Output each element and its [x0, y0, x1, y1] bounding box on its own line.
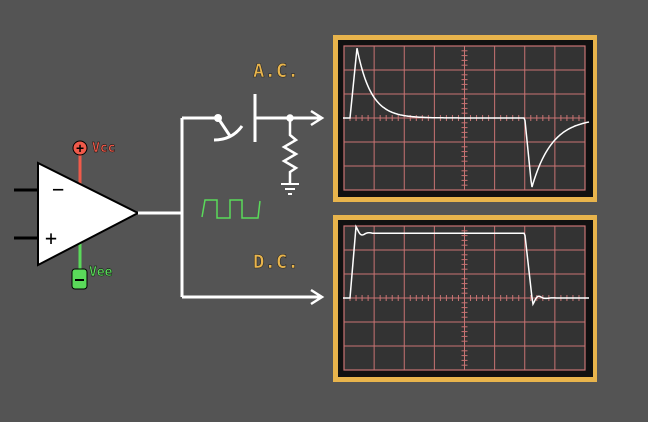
- waveform-trace: [343, 224, 589, 307]
- ac-oscilloscope: [333, 35, 597, 202]
- vcc-terminal: + Vcc: [72, 140, 116, 157]
- vee-label: Vee: [89, 265, 113, 280]
- noninverting-input-label: +: [45, 226, 57, 250]
- resistor-icon: [281, 114, 299, 184]
- ground-icon: [281, 183, 299, 195]
- plus-icon: +: [76, 142, 84, 157]
- vcc-label: Vcc: [92, 141, 115, 156]
- vee-terminal: Vee: [71, 265, 113, 290]
- dc-oscilloscope: [333, 215, 597, 382]
- square-wave-icon: [201, 199, 261, 219]
- dc-label: D.C.: [253, 251, 299, 273]
- inverting-input-label: −: [52, 177, 64, 201]
- waveform-trace: [343, 48, 590, 188]
- op-amp-icon: − +: [14, 150, 141, 270]
- ac-label: A.C.: [253, 60, 299, 82]
- switch-icon: [213, 114, 244, 142]
- arrow-icon: [310, 109, 325, 306]
